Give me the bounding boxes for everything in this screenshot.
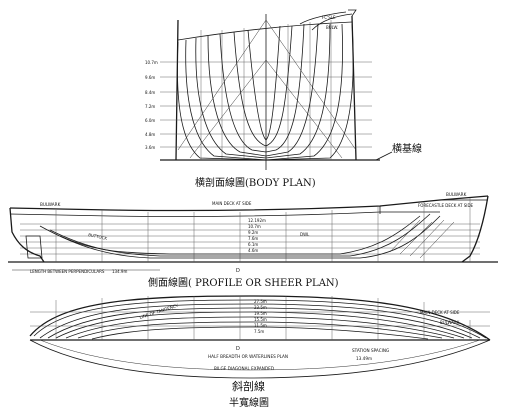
length-label: LENGTH BETWEEN PERPENDICULARS (30, 269, 105, 274)
body-plan-bulw-label: BULW. (326, 25, 338, 30)
profile-midship-mark: D (236, 268, 240, 274)
half-breadth-main-deck (33, 299, 487, 339)
half-breadth-midship-mark: D (236, 346, 240, 352)
svg-text:11.5m: 11.5m (254, 323, 267, 328)
profile-main-deck-line (9, 211, 440, 217)
baseline-leader (375, 151, 393, 161)
profile-bulwark-left-label: BULWARK (40, 202, 61, 207)
half-breadth-buttocks (30, 311, 490, 327)
half-breadth-waterlines (39, 303, 481, 340)
body-plan-waterlines (160, 61, 372, 148)
profile-forecastle-line (379, 199, 488, 214)
svg-text:10.7m: 10.7m (145, 60, 158, 65)
body-plan: 10.7m 9.6m 8.4m 7.2m 6.0m 4.8m 3.6m FC'S… (145, 9, 422, 189)
diagonal-caption: 斜剖線 (232, 379, 265, 393)
svg-text:7.2m: 7.2m (145, 104, 155, 109)
half-breadth-bulwark (29, 295, 491, 341)
profile-bow (461, 195, 489, 263)
body-plan-fcsle-label: FC'SLE (322, 15, 336, 20)
half-breadth-caption: 半寬線圖 (229, 396, 269, 409)
svg-text:8.4m: 8.4m (145, 90, 155, 95)
svg-text:4.6m: 4.6m (248, 248, 258, 253)
profile-plan: BULWARK BULWARK MAIN DECK AT SIDE FORECA… (8, 192, 498, 289)
profile-caption: 側面線圖( PROFILE OR SHEER PLAN) (148, 276, 339, 289)
body-plan-buttocks (200, 20, 332, 160)
profile-main-deck-label: MAIN DECK AT SIDE (212, 201, 252, 206)
svg-text:9.6m: 9.6m (145, 75, 155, 80)
svg-text:12.192m: 12.192m (248, 218, 266, 223)
profile-bulwark-line (9, 195, 489, 212)
body-plan-caption: 横剖面線圖(BODY PLAN) (195, 176, 316, 189)
half-breadth-bulwark-label: BULWARK (440, 320, 460, 325)
svg-text:7.5m: 7.5m (254, 329, 264, 334)
svg-text:23.5m: 23.5m (254, 305, 267, 310)
svg-text:4.8m: 4.8m (145, 132, 155, 137)
body-plan-flare (299, 9, 357, 31)
diagonal-expanded-curve (29, 339, 491, 379)
body-plan-aft-sections (177, 29, 267, 161)
half-breadth-plan: LINE OF TANGENCY MAIN DECK AT SIDE BULWA… (29, 295, 491, 409)
body-plan-diagonals (177, 19, 357, 159)
length-value: 134.9m (112, 269, 127, 274)
half-breadth-main-deck-label: MAIN DECK AT SIDE (420, 310, 460, 315)
profile-forecastle-label: FORECASTLE DECK AT SIDE (418, 203, 474, 208)
profile-bulwark-right-label: BULWARK (446, 192, 467, 197)
svg-text:7.6m: 7.6m (248, 236, 258, 241)
diagonal-expanded-curve-2 (39, 339, 481, 371)
svg-text:6.0m: 6.0m (145, 118, 155, 123)
svg-text:3.6m: 3.6m (145, 145, 155, 150)
profile-rudder (25, 235, 43, 259)
station-spacing-label: STATION SPACING (352, 348, 389, 353)
profile-bow-hatching (389, 219, 455, 259)
body-plan-left-labels: 10.7m 9.6m 8.4m 7.2m 6.0m 4.8m 3.6m (145, 60, 158, 150)
baseline-label: 横基線 (392, 142, 422, 155)
profile-stern (9, 207, 45, 263)
profile-dwl-label: DWL (300, 232, 310, 237)
svg-text:10.7m: 10.7m (248, 224, 261, 229)
svg-text:19.5m: 19.5m (254, 311, 267, 316)
profile-buttock-label: BUTTOCK (88, 232, 108, 241)
body-plan-fore-sections (265, 23, 354, 161)
body-plan-deck-line (177, 21, 353, 41)
half-breadth-stations (55, 296, 471, 340)
station-spacing-value: 13.49m (356, 356, 372, 361)
svg-text:27.5m: 27.5m (254, 299, 267, 304)
bilge-diagonal-note: BILGE DIAGONAL EXPANDED (214, 366, 274, 371)
svg-text:15.5m: 15.5m (254, 317, 267, 322)
half-breadth-title: HALF BREADTH OR WATERLINES PLAN (208, 354, 288, 359)
profile-waterline-values: 12.192m 10.7m 9.2m 7.6m 6.1m 4.6m (248, 218, 266, 253)
svg-text:6.1m: 6.1m (248, 242, 258, 247)
svg-text:9.2m: 9.2m (248, 230, 258, 235)
half-breadth-waterline-values: 27.5m 23.5m 19.5m 15.5m 11.5m 7.5m (254, 299, 267, 334)
